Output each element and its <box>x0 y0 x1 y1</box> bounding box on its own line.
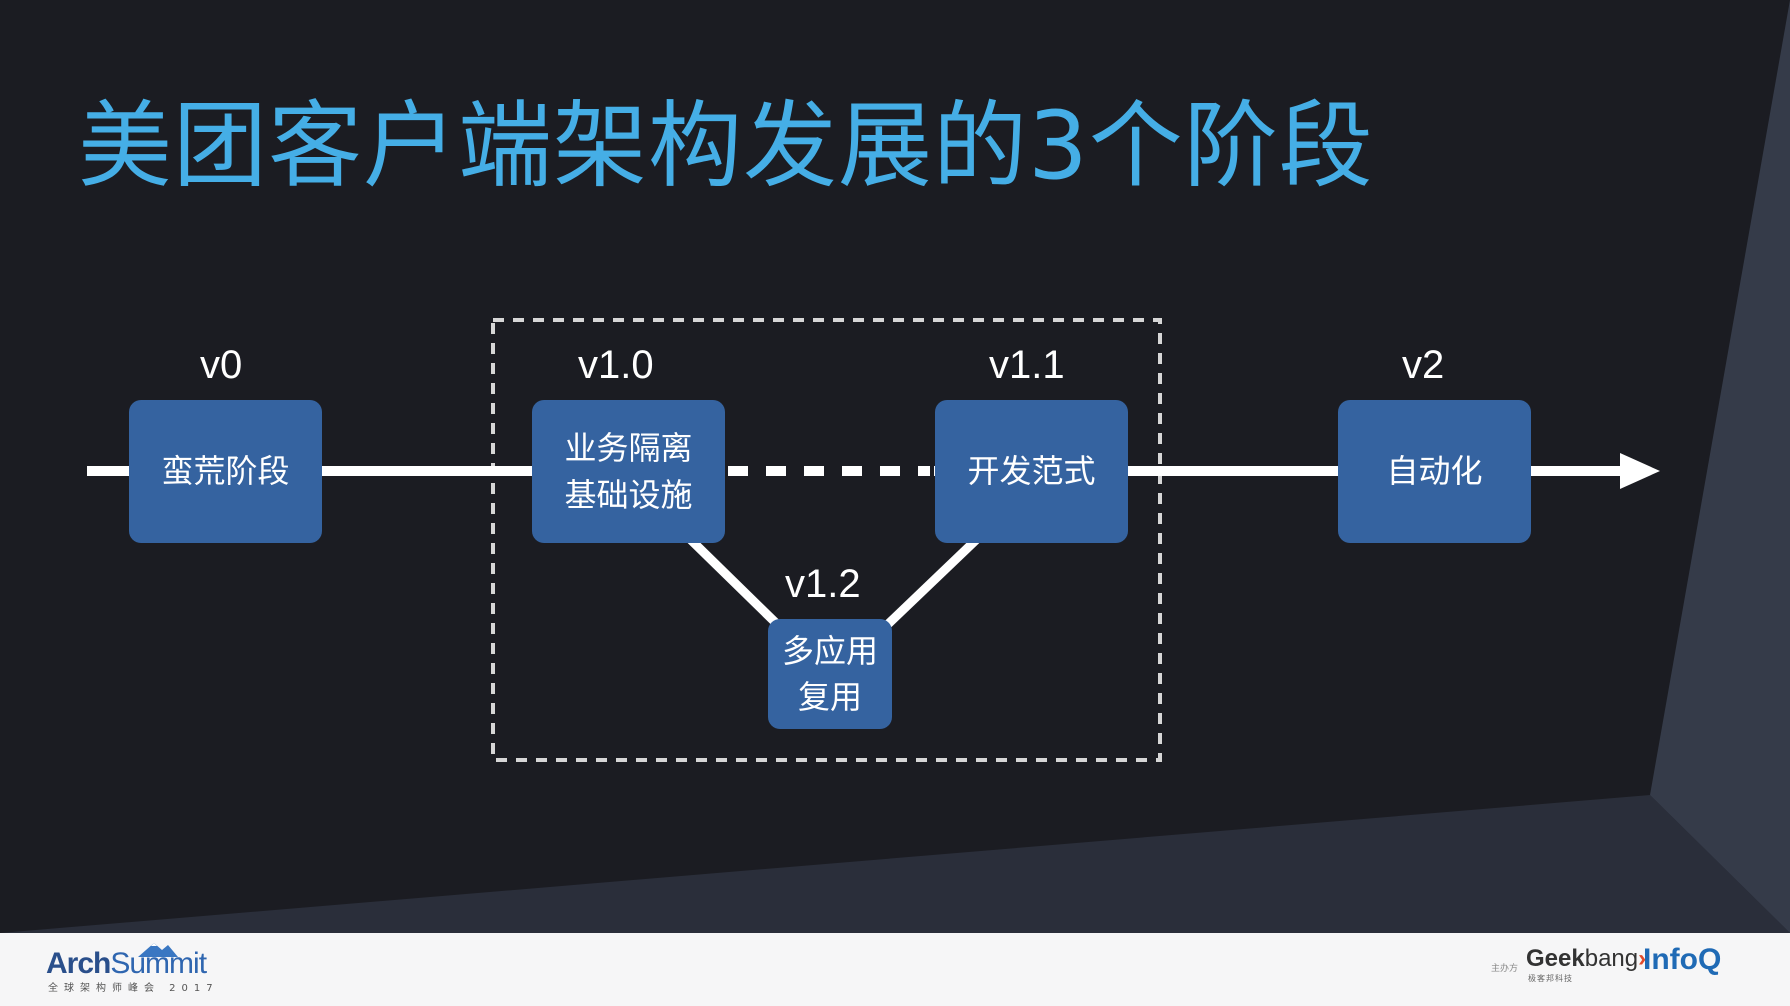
stage-box-v2: 自动化 <box>1338 400 1531 543</box>
footer: ArchSummit 全球架构师峰会 2017 主办方 Geekbang› 极客… <box>0 933 1790 1006</box>
bottom-band <box>0 795 1790 933</box>
group-dashed-frame <box>491 318 1162 762</box>
stage-label: 开发范式 <box>967 452 1096 490</box>
background-shapes <box>0 0 1790 933</box>
slide: 美团客户端架构发展的3个阶段 v0 v1.0 v1.1 v1.2 v2 蛮荒阶段… <box>0 0 1790 933</box>
stage-box-v1-2: 多应用 复用 <box>768 619 892 729</box>
geekbang-arrow-icon: › <box>1638 945 1647 972</box>
stage-version-v1-0: v1.0 <box>578 343 654 387</box>
geekbang-logo: Geekbang› <box>1526 945 1647 972</box>
sponsor-label: 主办方 <box>1491 964 1519 974</box>
stage-label: 基础设施 <box>564 475 693 514</box>
timeline-arrowhead <box>1620 453 1660 489</box>
archsummit-wordmark: ArchSummit <box>46 947 207 980</box>
branch-line-left <box>686 535 784 631</box>
stage-version-v1-2: v1.2 <box>785 562 861 606</box>
stage-box-v1-0: 业务隔离 基础设施 <box>532 400 725 543</box>
infoq-logo: InfoQ <box>1643 943 1722 976</box>
stage-box-v0: 蛮荒阶段 <box>129 400 322 543</box>
stage-label: 复用 <box>797 678 862 716</box>
mountain-icon <box>138 943 178 957</box>
stage-label: 自动化 <box>1386 452 1483 490</box>
stage-version-v0: v0 <box>200 343 243 387</box>
stage-label: 业务隔离 <box>564 428 693 467</box>
right-band <box>1650 0 1790 933</box>
page-title: 美团客户端架构发展的3个阶段 <box>78 92 1374 201</box>
stage-version-v2: v2 <box>1402 343 1445 387</box>
branch-line-right <box>881 535 981 631</box>
stage-version-v1-1: v1.1 <box>989 343 1065 387</box>
stage-label: 蛮荒阶段 <box>161 452 290 490</box>
stage-label: 多应用 <box>781 632 878 670</box>
geekbang-subtitle: 极客邦科技 <box>1528 974 1573 983</box>
stage-box-v1-1: 开发范式 <box>935 400 1128 543</box>
archsummit-subtitle: 全球架构师峰会 2017 <box>48 983 219 994</box>
